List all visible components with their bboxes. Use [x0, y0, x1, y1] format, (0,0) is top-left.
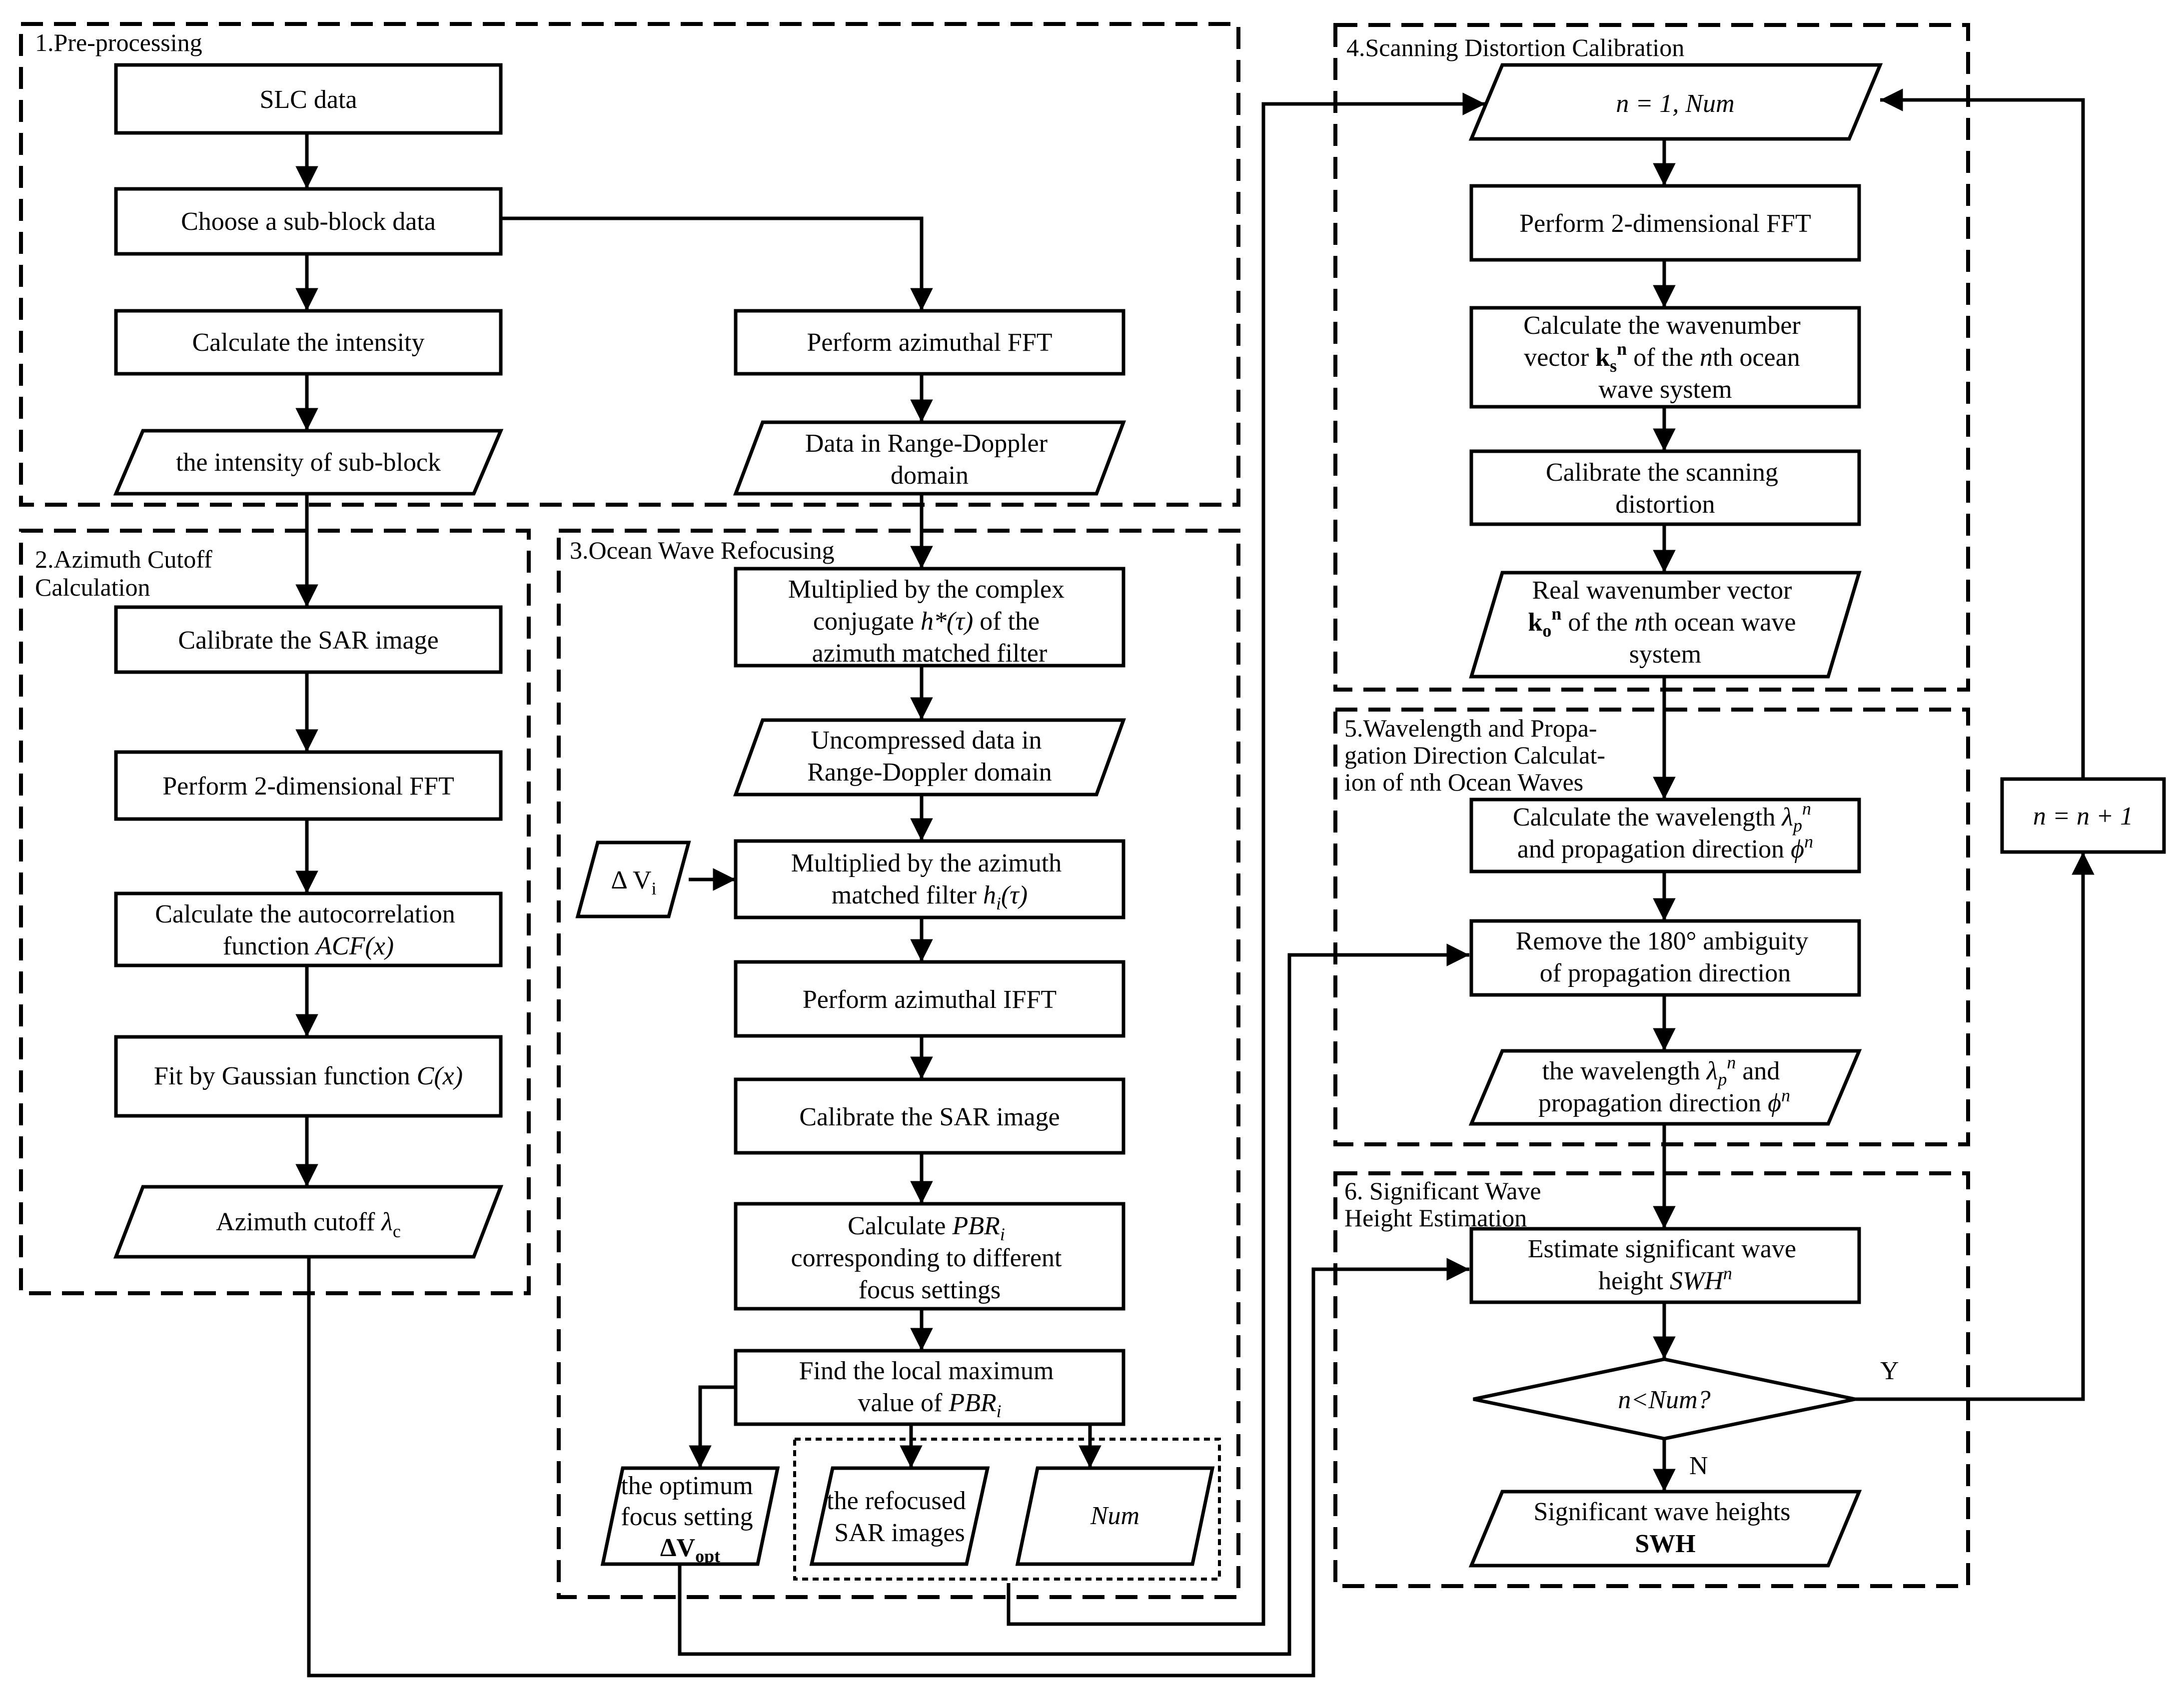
- label-num: Num: [1090, 1502, 1139, 1530]
- box-local-maximum: [734, 1349, 1125, 1426]
- label-fft-2d-2: Perform 2-dimensional FFT: [162, 772, 454, 801]
- box-fft-2d-4: [1469, 184, 1861, 262]
- label-estimate-swh: Estimate significant wave height SWHn: [1528, 1235, 1803, 1295]
- data-range-doppler: [733, 420, 1126, 496]
- label-multiply-conjugate: Multiplied by the complex conjugate h*(τ…: [788, 575, 1071, 668]
- label-decision: n<Num?: [1618, 1386, 1710, 1414]
- box-autocorrelation: [114, 891, 503, 967]
- box-slc-data: [114, 63, 503, 135]
- label-choose-sub-block: Choose a sub-block data: [181, 207, 436, 236]
- data-intensity-sub-block: [113, 429, 504, 496]
- label-calculate-pbr: Calculate PBRi corresponding to differen…: [791, 1212, 1069, 1304]
- section-title-3: 3.Ocean Wave Refocusing: [570, 536, 835, 564]
- data-wavelength-output: [1468, 1049, 1862, 1126]
- box-azimuthal-ifft: [734, 960, 1125, 1038]
- data-real-wavenumber: [1469, 571, 1862, 679]
- section-wavelength-direction: [1333, 708, 1970, 1146]
- data-loop-start: [1468, 63, 1883, 141]
- label-fft-2d-4: Perform 2-dimensional FFT: [1519, 209, 1811, 238]
- label-azimuthal-ifft: Perform azimuthal IFFT: [803, 985, 1057, 1014]
- box-calibrate-sar-3: [734, 1077, 1125, 1155]
- box-calibrate-scanning: [1469, 449, 1861, 526]
- label-gaussian-fit: Fit by Gaussian function C(x): [154, 1062, 463, 1090]
- label-wavelength-output: the wavelength λpn and propagation direc…: [1538, 1052, 1790, 1117]
- box-calculate-pbr: [734, 1202, 1125, 1311]
- section-title-2: 2.Azimuth Cutoff Calculation: [35, 545, 218, 601]
- data-refocused-images: [809, 1466, 990, 1566]
- label-calculate-intensity: Calculate the intensity: [192, 328, 425, 357]
- box-multiply-filter: [734, 839, 1125, 919]
- label-optimum-focus: the optimum focus setting ΔVopt: [621, 1472, 759, 1566]
- label-calibrate-sar-2: Calibrate the SAR image: [178, 626, 438, 655]
- label-loop-start: n = 1, Num: [1616, 89, 1734, 118]
- box-gaussian-fit: [114, 1035, 503, 1118]
- box-wavelength: [1469, 798, 1861, 873]
- data-azimuth-cutoff: [113, 1185, 504, 1259]
- section-ocean-wave-refocusing: [557, 529, 1240, 1599]
- label-uncompressed: Uncompressed data in Range-Doppler domai…: [807, 726, 1052, 787]
- label-wavelength: Calculate the wavelength λpn and propaga…: [1513, 792, 1818, 863]
- data-optimum-focus: [600, 1466, 780, 1566]
- data-uncompressed: [733, 718, 1126, 797]
- label-increment-n: n = n + 1: [2033, 802, 2133, 831]
- label-real-wavenumber: Real wavenumber vector kon of the nth oc…: [1528, 576, 1802, 669]
- box-fft-2d-2: [114, 750, 503, 821]
- label-local-maximum: Find the local maximum value of PBRi: [799, 1357, 1061, 1421]
- label-calibrate-sar-3: Calibrate the SAR image: [799, 1103, 1060, 1131]
- label-refocused-images: the refocused SAR images: [827, 1487, 973, 1547]
- edge-label-no: N: [1689, 1452, 1708, 1480]
- section-title-5: 5.Wavelength and Propa- gation Direction…: [1344, 714, 1612, 796]
- section-title-4: 4.Scanning Distortion Calibration: [1346, 33, 1684, 61]
- box-increment-n: [2000, 777, 2166, 854]
- data-delta-v: [575, 841, 691, 918]
- label-azimuth-cutoff: Azimuth cutoff λc: [216, 1208, 401, 1241]
- label-azimuthal-fft: Perform azimuthal FFT: [807, 328, 1052, 357]
- label-multiply-filter: Multiplied by the azimuth matched filter…: [791, 849, 1069, 913]
- edge-label-yes: Y: [1880, 1357, 1899, 1385]
- label-wavenumber: Calculate the wavenumber vector ksn of t…: [1523, 311, 1807, 404]
- label-remove-ambiguity: Remove the 180° ambiguity of propagation…: [1516, 927, 1815, 987]
- data-swh-output: [1468, 1490, 1862, 1568]
- section-preprocessing: [19, 22, 1240, 507]
- box-calculate-intensity: [114, 309, 503, 376]
- box-wavenumber: [1469, 306, 1861, 409]
- output-group-dotted: [793, 1438, 1221, 1581]
- section-azimuth-cutoff: [19, 529, 531, 1295]
- section-title-1: 1.Pre-processing: [35, 28, 202, 56]
- section-title-6: 6. Significant Wave Height Estimation: [1344, 1177, 1547, 1232]
- label-calibrate-scanning: Calibrate the scanning distortion: [1546, 458, 1785, 519]
- box-remove-ambiguity: [1469, 919, 1861, 997]
- box-multiply-conjugate: [734, 567, 1125, 668]
- label-swh-output: Significant wave heights SWH: [1533, 1498, 1797, 1558]
- label-delta-v: Δ Vi: [611, 866, 656, 898]
- section-scanning-distortion: [1333, 23, 1970, 692]
- data-num: [1015, 1466, 1215, 1566]
- section-swh-estimation: [1333, 1171, 1970, 1588]
- label-range-doppler: Data in Range-Doppler domain: [805, 429, 1054, 490]
- label-intensity-sub-block: the intensity of sub-block: [176, 448, 441, 477]
- box-azimuthal-fft: [734, 309, 1125, 376]
- label-autocorrelation: Calculate the autocorrelation function A…: [155, 900, 462, 960]
- box-choose-sub-block: [114, 187, 503, 256]
- box-calibrate-sar-2: [114, 605, 503, 674]
- decision-n-less-than-num: [1473, 1357, 1856, 1441]
- box-estimate-swh: [1469, 1227, 1861, 1304]
- label-slc-data: SLC data: [260, 85, 357, 114]
